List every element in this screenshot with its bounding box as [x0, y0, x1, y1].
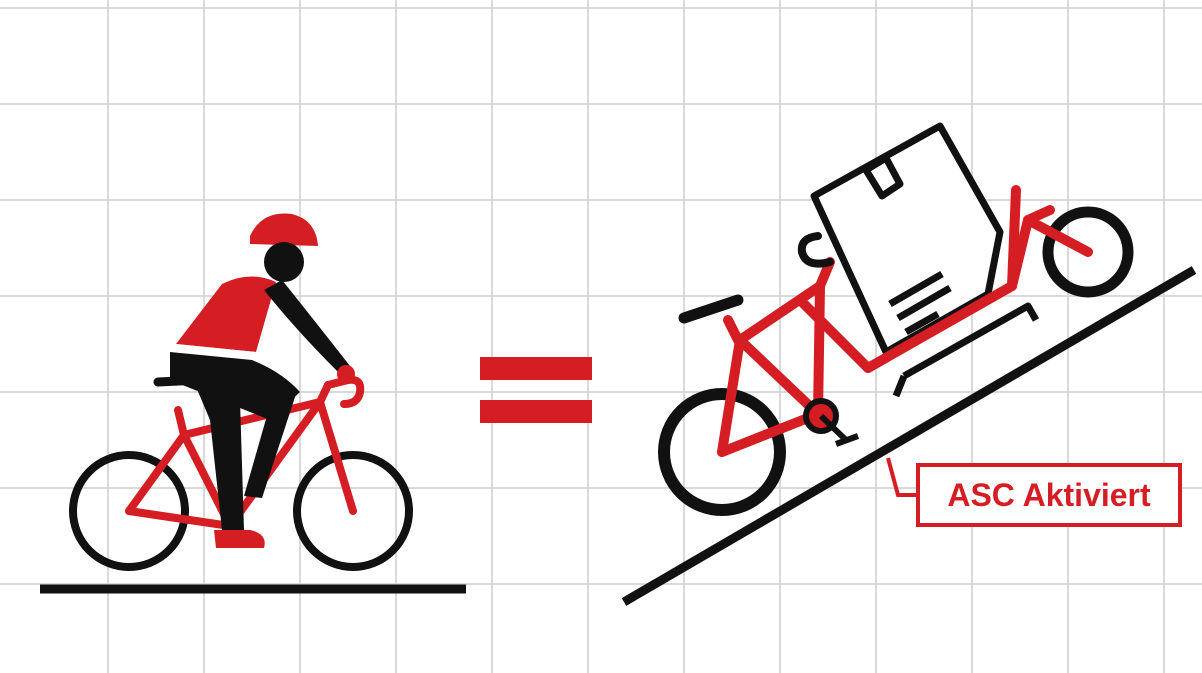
asc-label-text: ASC Aktiviert [947, 477, 1151, 513]
cargo-handlebar [802, 236, 830, 264]
callout-leader-line [888, 458, 918, 495]
cargo-saddle [684, 300, 738, 318]
cyclist-figure [170, 213, 355, 548]
cargo-bike-uphill-icon: ASC Aktiviert [624, 126, 1194, 602]
road-bike-cyclist-icon [40, 213, 466, 589]
helmet-icon [250, 213, 318, 246]
equals-sign-icon [480, 357, 592, 423]
